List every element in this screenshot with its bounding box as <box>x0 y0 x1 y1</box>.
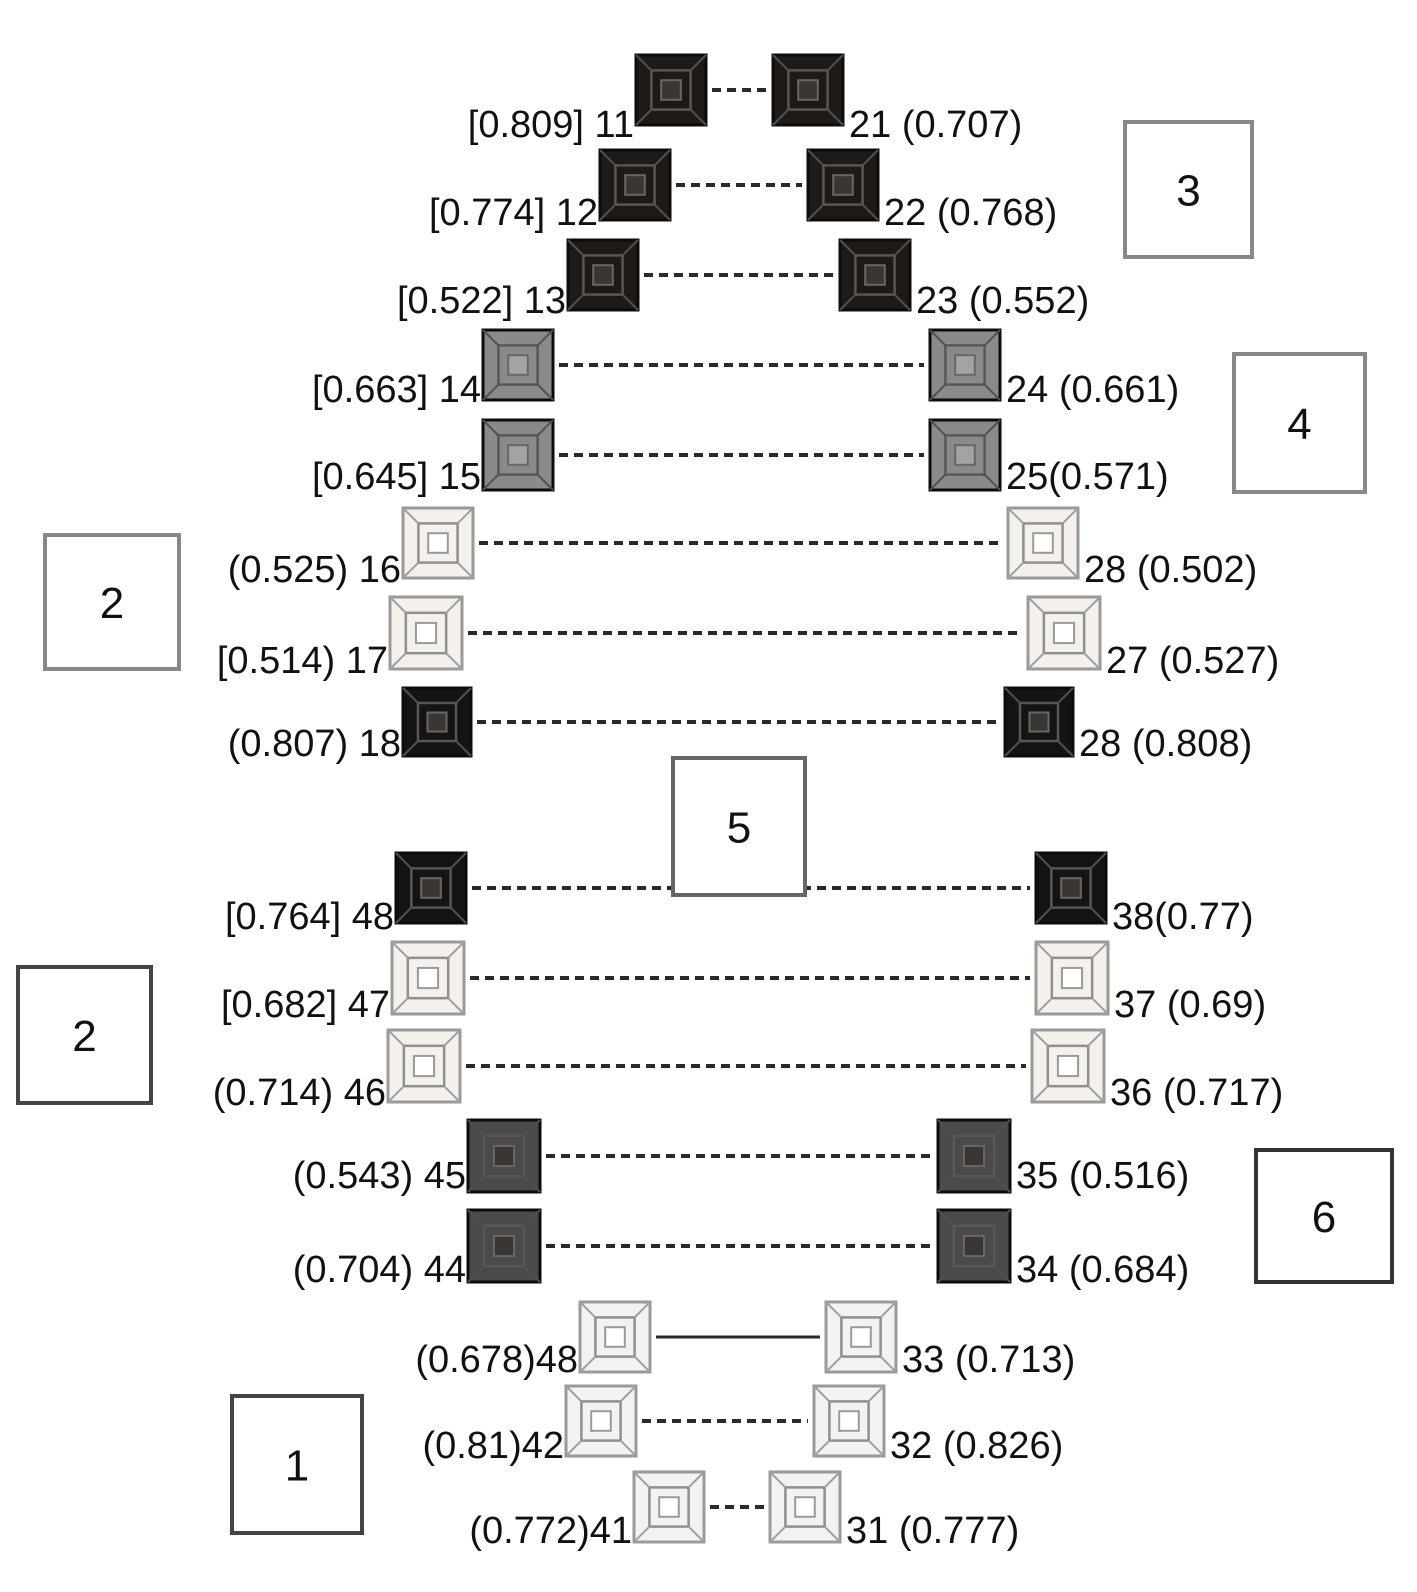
tooth-right <box>928 418 1002 492</box>
tooth-right <box>1003 686 1075 758</box>
tooth-label-right: 22 (0.768) <box>884 192 1057 234</box>
tooth-right <box>1034 940 1110 1016</box>
tooth-label-left: (0.81)42 <box>422 1425 564 1467</box>
group-box-label: 5 <box>727 804 751 853</box>
group-box: 2 <box>16 965 153 1105</box>
tooth-labels: [0.809] 11 21 (0.707) [0.774] 12 22 (0.768)… <box>213 104 1283 1552</box>
tooth-label-left: (0.704) 44 <box>293 1249 466 1291</box>
group-box-label: 6 <box>1312 1193 1336 1242</box>
tooth-left <box>466 1208 542 1284</box>
tooth-right <box>771 53 845 127</box>
tooth-label-right: 37 (0.69) <box>1114 984 1266 1026</box>
group-box-label: 2 <box>100 579 124 628</box>
group-box: 4 <box>1232 352 1367 494</box>
tooth-label-left: [0.663] 14 <box>312 369 481 411</box>
tooth-left <box>634 53 708 127</box>
tooth-label-left: (0.543) 45 <box>293 1155 466 1197</box>
tooth-label-left: [0.764] 48 <box>225 896 394 938</box>
group-box: 5 <box>671 756 807 897</box>
tooth-label-right: 34 (0.684) <box>1016 1249 1189 1291</box>
tooth-left <box>632 1470 706 1544</box>
tooth-left <box>578 1300 652 1374</box>
tooth-right <box>1026 595 1102 671</box>
tooth-label-right: 35 (0.516) <box>1016 1155 1189 1197</box>
tooth-right <box>812 1384 886 1458</box>
tooth-right <box>928 328 1002 402</box>
tooth-label-left: [0.514) 17 <box>217 640 388 682</box>
tooth-right <box>936 1208 1012 1284</box>
connector-lines <box>466 88 1030 1509</box>
group-box-label: 3 <box>1176 167 1200 216</box>
tooth-label-right: 27 (0.527) <box>1106 640 1279 682</box>
tooth-right <box>1034 851 1108 925</box>
tooth-right <box>838 238 912 312</box>
tooth-label-right: 36 (0.717) <box>1110 1072 1283 1114</box>
tooth-label-left: (0.772)41 <box>469 1510 632 1552</box>
tooth-left <box>598 148 672 222</box>
tooth-label-left: (0.525) 16 <box>228 549 401 591</box>
group-boxes: 3 4 2 5 2 6 1 <box>16 120 1394 1535</box>
tooth-label-left: (0.678)48 <box>415 1339 578 1381</box>
tooth-left <box>401 686 473 758</box>
tooth-label-right: 28 (0.808) <box>1079 723 1252 765</box>
tooth-label-right: 31 (0.777) <box>846 1510 1019 1552</box>
tooth-left <box>386 1028 462 1104</box>
tooth-left <box>566 238 640 312</box>
tooth-right <box>1030 1028 1106 1104</box>
tooth-label-right: 38(0.77) <box>1112 896 1254 938</box>
tooth-label-left: (0.807) 18 <box>228 723 401 765</box>
tooth-left <box>388 595 464 671</box>
tooth-right <box>768 1470 842 1544</box>
tooth-markers <box>386 53 1110 1544</box>
group-box: 3 <box>1123 120 1254 259</box>
tooth-right <box>936 1118 1012 1194</box>
group-box-label: 1 <box>285 1442 309 1491</box>
tooth-left <box>394 851 468 925</box>
tooth-label-right: 25(0.571) <box>1006 456 1169 498</box>
group-box-label: 2 <box>72 1012 96 1061</box>
tooth-label-right: 32 (0.826) <box>890 1425 1063 1467</box>
tooth-left <box>564 1384 638 1458</box>
tooth-label-right: 28 (0.502) <box>1084 549 1257 591</box>
tooth-left <box>481 328 555 402</box>
tooth-label-right: 24 (0.661) <box>1006 369 1179 411</box>
tooth-label-left: [0.809] 11 <box>468 104 634 146</box>
tooth-label-left: (0.714) 46 <box>213 1072 386 1114</box>
tooth-left <box>466 1118 542 1194</box>
group-box: 1 <box>230 1394 364 1535</box>
tooth-label-left: [0.645] 15 <box>312 456 481 498</box>
tooth-right <box>806 148 880 222</box>
tooth-left <box>481 418 555 492</box>
tooth-left <box>401 506 475 580</box>
tooth-label-right: 33 (0.713) <box>902 1339 1075 1381</box>
tooth-label-left: [0.774] 12 <box>429 192 598 234</box>
group-box: 2 <box>43 533 181 671</box>
tooth-label-left: [0.522] 13 <box>397 280 566 322</box>
group-box-label: 4 <box>1287 400 1311 449</box>
tooth-label-right: 21 (0.707) <box>849 104 1022 146</box>
tooth-right <box>824 1300 898 1374</box>
tooth-right <box>1006 506 1080 580</box>
tooth-label-right: 23 (0.552) <box>916 280 1089 322</box>
tooth-label-left: [0.682] 47 <box>221 984 390 1026</box>
group-box: 6 <box>1254 1148 1394 1284</box>
tooth-left <box>390 940 466 1016</box>
